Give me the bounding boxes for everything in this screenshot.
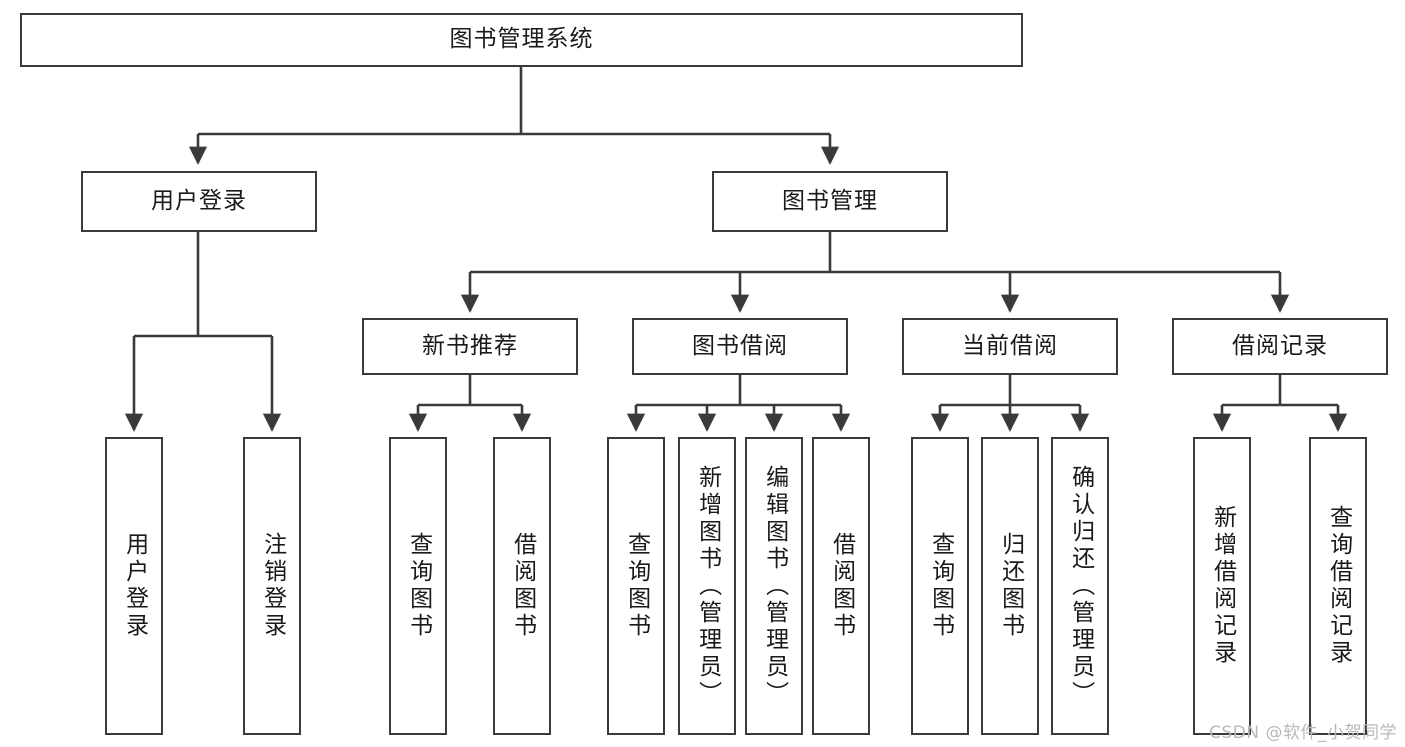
node-leaf-return-book[interactable]: 归还图书 (981, 437, 1039, 735)
node-label: 借阅图书 (828, 532, 855, 640)
node-new-book-recommend[interactable]: 新书推荐 (362, 318, 578, 375)
node-leaf-confirm-return-admin[interactable]: 确认归还（管理员） (1051, 437, 1109, 735)
node-label: 注销登录 (259, 532, 286, 640)
node-leaf-add-book-admin[interactable]: 新增图书（管理员） (678, 437, 736, 735)
node-book-management[interactable]: 图书管理 (712, 171, 948, 232)
node-label: 借阅记录 (1232, 332, 1328, 359)
watermark-text: CSDN @软件_小贺同学 (1209, 723, 1397, 743)
node-current-borrow[interactable]: 当前借阅 (902, 318, 1118, 375)
node-label: 当前借阅 (962, 332, 1058, 359)
node-label: 查询图书 (623, 532, 650, 640)
node-label: 新增借阅记录 (1209, 505, 1236, 667)
node-leaf-edit-book-admin[interactable]: 编辑图书（管理员） (745, 437, 803, 735)
node-label: 图书管理系统 (449, 26, 594, 53)
node-leaf-query-book-borrow[interactable]: 查询图书 (607, 437, 665, 735)
node-label: 图书管理 (782, 187, 878, 214)
node-label: 归还图书 (997, 532, 1024, 640)
node-label: 用户登录 (151, 187, 247, 214)
node-label: 新增图书（管理员） (694, 464, 721, 708)
node-leaf-add-borrow-record[interactable]: 新增借阅记录 (1193, 437, 1251, 735)
node-label: 查询图书 (405, 532, 432, 640)
node-user-login[interactable]: 用户登录 (81, 171, 317, 232)
node-leaf-borrow-book[interactable]: 借阅图书 (812, 437, 870, 735)
node-leaf-user-login[interactable]: 用户登录 (105, 437, 163, 735)
node-book-borrow[interactable]: 图书借阅 (632, 318, 848, 375)
node-leaf-query-borrow-record[interactable]: 查询借阅记录 (1309, 437, 1367, 735)
node-label: 编辑图书（管理员） (761, 464, 788, 708)
node-label: 查询图书 (927, 532, 954, 640)
node-leaf-query-book-current[interactable]: 查询图书 (911, 437, 969, 735)
node-label: 查询借阅记录 (1325, 505, 1352, 667)
node-label: 用户登录 (121, 532, 148, 640)
node-leaf-logout[interactable]: 注销登录 (243, 437, 301, 735)
node-label: 借阅图书 (509, 532, 536, 640)
node-label: 新书推荐 (422, 332, 518, 359)
node-label: 确认归还（管理员） (1067, 464, 1094, 708)
node-borrow-record[interactable]: 借阅记录 (1172, 318, 1388, 375)
node-label: 图书借阅 (692, 332, 788, 359)
node-root-book-management-system[interactable]: 图书管理系统 (20, 13, 1023, 67)
node-leaf-borrow-book-recommend[interactable]: 借阅图书 (493, 437, 551, 735)
node-leaf-query-book-recommend[interactable]: 查询图书 (389, 437, 447, 735)
